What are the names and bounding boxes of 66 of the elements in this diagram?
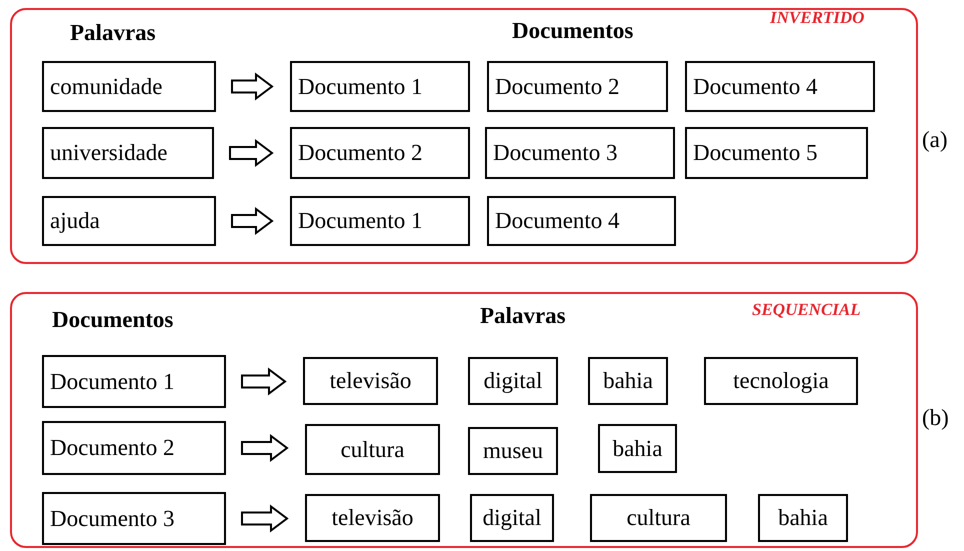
- term-text: Documento 1: [297, 208, 424, 234]
- panel-tag: (b): [922, 405, 949, 431]
- term-box: [42, 355, 226, 408]
- term-text: cultura: [626, 505, 690, 531]
- term-box: [290, 61, 470, 112]
- term-box: [42, 492, 226, 545]
- term-box: [42, 421, 226, 475]
- term-text: Documento 2: [297, 140, 424, 166]
- term-text: bahia: [603, 368, 653, 394]
- term-box: [42, 61, 216, 112]
- term-text: Documento 1: [297, 74, 424, 100]
- term-text: Documento 4: [494, 208, 621, 234]
- term-box: [590, 494, 727, 542]
- column-heading: Palavras: [480, 303, 566, 329]
- term-text: ajuda: [49, 208, 101, 234]
- term-text: bahia: [612, 436, 662, 462]
- block-arrow: [241, 368, 287, 396]
- term-text: museu: [482, 438, 544, 464]
- term-text: Documento 1: [49, 368, 176, 394]
- term-text: digital: [482, 505, 542, 531]
- term-text: digital: [484, 368, 542, 394]
- term-box: [305, 424, 440, 475]
- panel-frame: [10, 8, 918, 264]
- term-box: [485, 127, 675, 179]
- term-box: [42, 196, 216, 246]
- panel-title: INVERTIDO: [770, 8, 864, 28]
- term-box: [470, 494, 554, 542]
- term-text: televisão: [332, 505, 414, 531]
- term-box: [685, 127, 868, 179]
- term-text: bahia: [778, 505, 828, 531]
- term-text: tecnologia: [733, 368, 829, 394]
- column-heading: Documentos: [512, 18, 634, 44]
- block-arrow: [231, 207, 274, 235]
- term-box: [588, 357, 668, 405]
- term-box: [290, 127, 470, 179]
- block-arrow: [229, 139, 274, 167]
- block-arrow: [241, 504, 289, 532]
- term-text: cultura: [340, 436, 404, 462]
- term-box: [704, 357, 858, 405]
- block-arrow: [241, 434, 289, 462]
- term-text: comunidade: [49, 74, 164, 100]
- term-text: Documento 3: [492, 140, 619, 166]
- term-box: [290, 196, 470, 246]
- term-box: [758, 494, 848, 542]
- term-box: [468, 427, 558, 475]
- term-box: [305, 494, 440, 542]
- term-box: [598, 424, 677, 473]
- term-box: [685, 61, 875, 112]
- term-text: universidade: [49, 140, 169, 166]
- term-text: Documento 3: [49, 506, 176, 532]
- term-box: [303, 357, 438, 405]
- term-box: [487, 196, 676, 246]
- term-text: Documento 4: [692, 74, 819, 100]
- term-text: Documento 2: [49, 435, 176, 461]
- term-text: Documento 5: [692, 140, 819, 166]
- column-heading: Documentos: [52, 307, 174, 333]
- column-heading: Palavras: [70, 20, 156, 46]
- term-box: [487, 61, 668, 112]
- term-box: [42, 127, 214, 179]
- block-arrow: [231, 72, 274, 100]
- panel-title: SEQUENCIAL: [752, 300, 861, 320]
- term-box: [468, 357, 558, 405]
- panel-frame: [10, 292, 918, 548]
- panel-tag: (a): [922, 127, 948, 153]
- term-text: televisão: [330, 368, 412, 394]
- term-text: Documento 2: [494, 74, 621, 100]
